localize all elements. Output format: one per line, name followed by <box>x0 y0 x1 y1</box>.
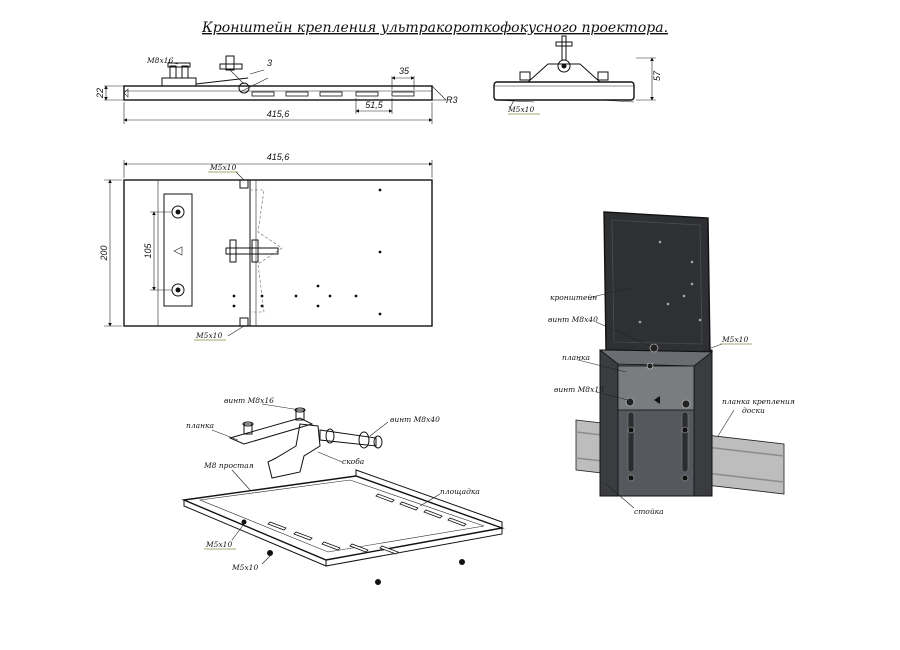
label-vint-m8x40-iso: винт M8x40 <box>390 415 440 424</box>
side-pivot <box>238 82 250 94</box>
side-bolt-m8x16 <box>169 65 177 79</box>
label-m5x10-bottom: M5x10 <box>195 331 222 340</box>
label-m5x10-end: M5x10 <box>507 105 534 114</box>
iso-slots-front <box>267 521 399 555</box>
dim-51-5: 51,5 <box>365 100 384 110</box>
iso-skoba <box>267 423 321 479</box>
side-view-body <box>123 85 433 101</box>
label-ploshadka: площадка <box>440 487 480 496</box>
label-planka-krepleniya: планка крепления <box>722 397 795 406</box>
dim-r3: R3 <box>446 95 458 105</box>
iso-planka <box>228 417 314 445</box>
top-view-skoba-hidden <box>250 189 283 313</box>
side-bolt-m8x40 <box>225 55 235 71</box>
dim-57: 57 <box>652 70 662 81</box>
drawing-title: Кронштейн крепления ультракороткофокусно… <box>201 20 668 36</box>
label-vint-m8x40-mount: винт M8x40 <box>548 315 598 324</box>
label-m5x10-top: M5x10 <box>209 163 236 172</box>
top-view-planka <box>163 193 193 307</box>
dim-415-6-top: 415,6 <box>267 152 290 162</box>
iso-bolt-m8x16-b <box>294 407 306 413</box>
side-slot <box>355 91 379 97</box>
label-skoba: скоба <box>342 457 364 466</box>
dim-105: 105 <box>143 243 153 259</box>
dim-415-6-side: 415,6 <box>267 109 290 119</box>
label-m8x16-side: M8x16 <box>146 56 173 65</box>
side-view: 22 415,6 51,5 35 R3 3 M8x16 <box>95 55 458 124</box>
side-slot <box>251 91 275 97</box>
mount-kronshtein <box>603 211 711 353</box>
label-m8-prostaya: M8 простая <box>203 461 254 470</box>
label-stoika: стойка <box>634 507 664 516</box>
label-doski: доски <box>742 406 765 415</box>
top-view: 415,6 200 105 M5x10 M5x10 <box>99 152 433 341</box>
iso-slots-back <box>375 493 467 527</box>
end-view-bolt <box>561 35 567 61</box>
mount-view: кронштейн винт M8x40 M5x10 планка винт M… <box>548 211 795 516</box>
iso-bolt-m8x40 <box>319 429 377 447</box>
label-vint-m8x16-mount: винт M8x16 <box>554 385 604 394</box>
dim-200: 200 <box>99 245 109 261</box>
dim-35: 35 <box>399 66 410 76</box>
iso-bolt-m8x16-a <box>242 421 254 427</box>
dim-22: 22 <box>95 88 105 99</box>
label-vint-m8x16: винт M8x16 <box>224 396 274 405</box>
end-view-body <box>493 81 635 101</box>
end-view: 57 M5x10 <box>493 35 662 115</box>
label-kronshtein: кронштейн <box>550 293 597 302</box>
dim-3: 3 <box>267 58 272 68</box>
mount-bolt-m8x40 <box>649 343 659 353</box>
label-m5x10-mount: M5x10 <box>721 335 748 344</box>
side-slot <box>285 91 309 97</box>
label-m5x10-iso-a: M5x10 <box>205 540 232 549</box>
iso-view: винт M8x16 планка винт M8x40 скоба M8 пр… <box>181 396 505 585</box>
side-slot <box>391 91 415 97</box>
label-planka-iso: планка <box>186 421 214 430</box>
label-m5x10-iso-b: M5x10 <box>231 563 258 572</box>
side-slot <box>319 91 343 97</box>
side-planka <box>161 77 197 87</box>
label-planka-mount: планка <box>562 353 590 362</box>
